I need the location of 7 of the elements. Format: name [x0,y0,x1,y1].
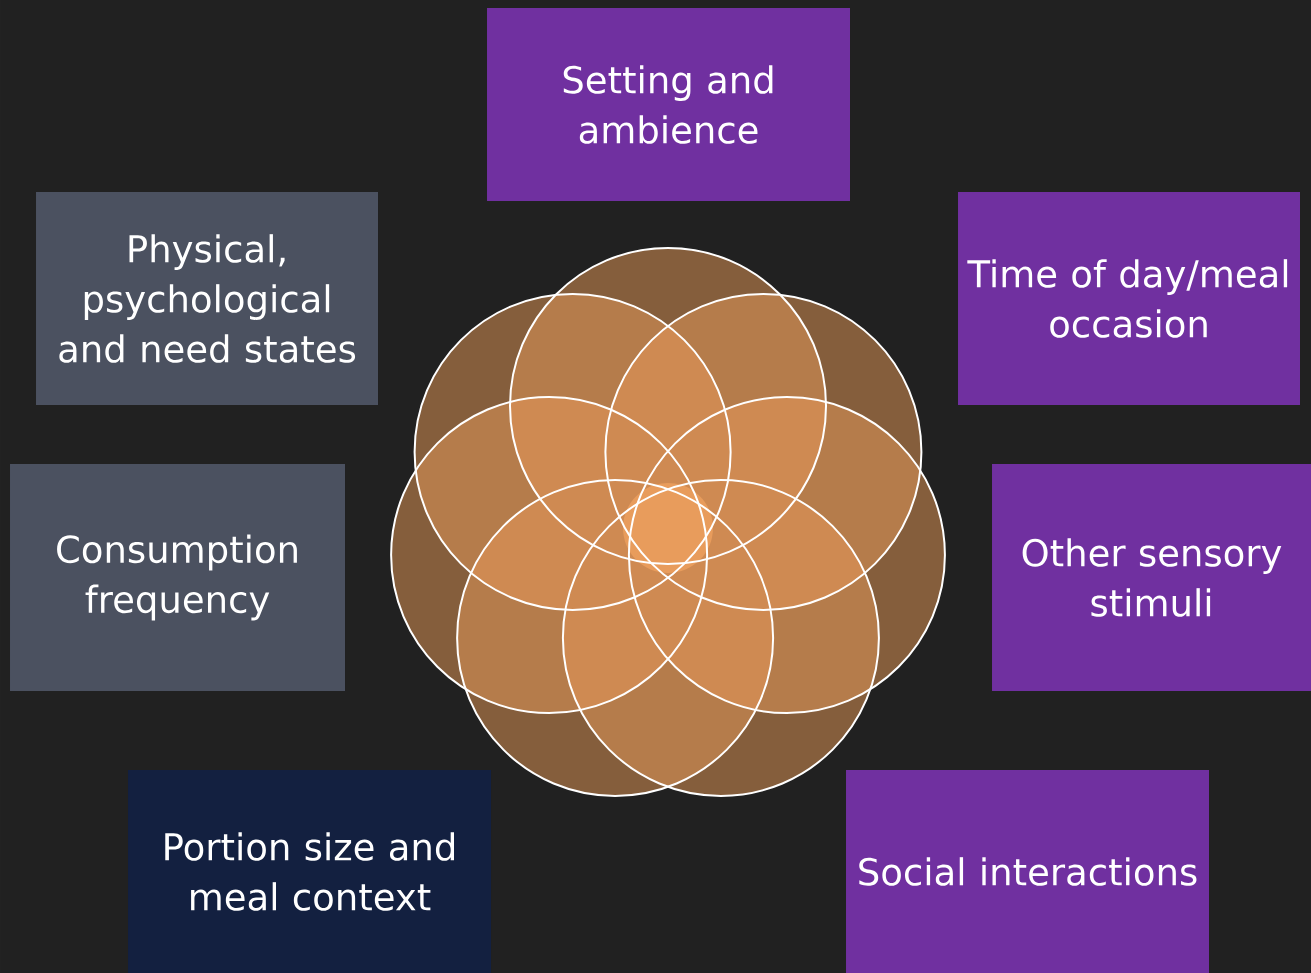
factor-box: Setting and ambience [487,8,850,201]
factor-box: Other sensory stimuli [992,464,1311,691]
factor-box: Portion size and meal context [128,770,491,973]
factor-box: Physical, psychological and need states [36,192,378,405]
factor-box: Consumption frequency [10,464,345,691]
factor-box: Social interactions [846,770,1209,973]
factor-box: Time of day/meal occasion [958,192,1300,405]
